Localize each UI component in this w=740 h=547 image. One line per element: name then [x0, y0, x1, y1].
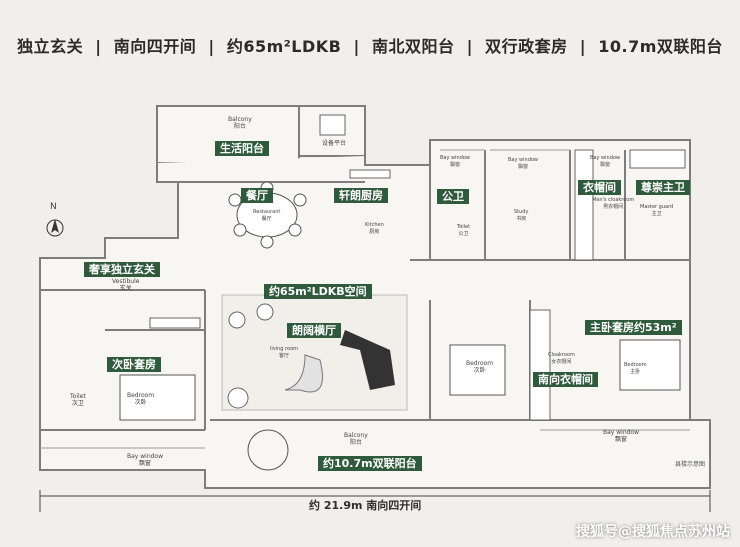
bed-3: [449, 344, 506, 396]
armchair-1: [228, 311, 246, 329]
armchair-3: [227, 387, 249, 409]
armchair-2: [256, 303, 274, 321]
wardrobe-south: [529, 309, 551, 421]
tag-width: 约 21.9m 南向四开间: [304, 498, 427, 513]
bed-2: [119, 374, 196, 421]
balcony-table: [247, 429, 289, 471]
tag-vestibule: 奢享独立玄关: [84, 262, 160, 277]
master-bathtub: [629, 149, 686, 169]
dimension-line: [39, 490, 711, 512]
sofa: [284, 354, 323, 393]
tag-master-suite: 主卧套房约53m²: [585, 320, 682, 335]
watermark: 搜狐号@搜狐焦点苏州站: [576, 524, 730, 540]
wardrobe-mens: [574, 149, 594, 261]
kitchen-counter: [349, 169, 391, 179]
bed-master: [619, 339, 681, 391]
tag-kitchen: 轩朗厨房: [334, 188, 388, 203]
tag-second-suite: 次卧套房: [107, 357, 161, 372]
north-label: N: [50, 202, 57, 212]
tag-south-cloak: 南向衣帽间: [533, 372, 598, 387]
tag-ldkb: 约65m²LDKB空间: [264, 284, 372, 299]
header-bar: 独立玄关 | 南向四开间 | 约65m²LDKB | 南北双阳台 | 双行政套房…: [0, 0, 740, 90]
tag-living: 朗阔横厅: [287, 323, 341, 338]
piano: [340, 330, 395, 390]
tag-south-balcony: 约10.7m双联阳台: [318, 456, 422, 471]
wardrobe-2: [149, 317, 201, 329]
tag-master-wc: 尊崇主卫: [636, 180, 690, 195]
plan-note: 县楼示意图: [674, 461, 705, 468]
page-title: 独立玄关 | 南向四开间 | 约65m²LDKB | 南北双阳台 | 双行政套房…: [17, 37, 723, 56]
tag-life-balcony: 生活阳台: [215, 141, 269, 156]
tag-dining: 餐厅: [241, 188, 273, 203]
north-arrow: [46, 219, 64, 237]
label-equipment: 设备平台: [322, 140, 347, 147]
tag-public-wc: 公卫: [437, 189, 469, 204]
equipment-unit: [319, 114, 346, 136]
tag-cloakroom: 衣帽间: [578, 180, 621, 195]
